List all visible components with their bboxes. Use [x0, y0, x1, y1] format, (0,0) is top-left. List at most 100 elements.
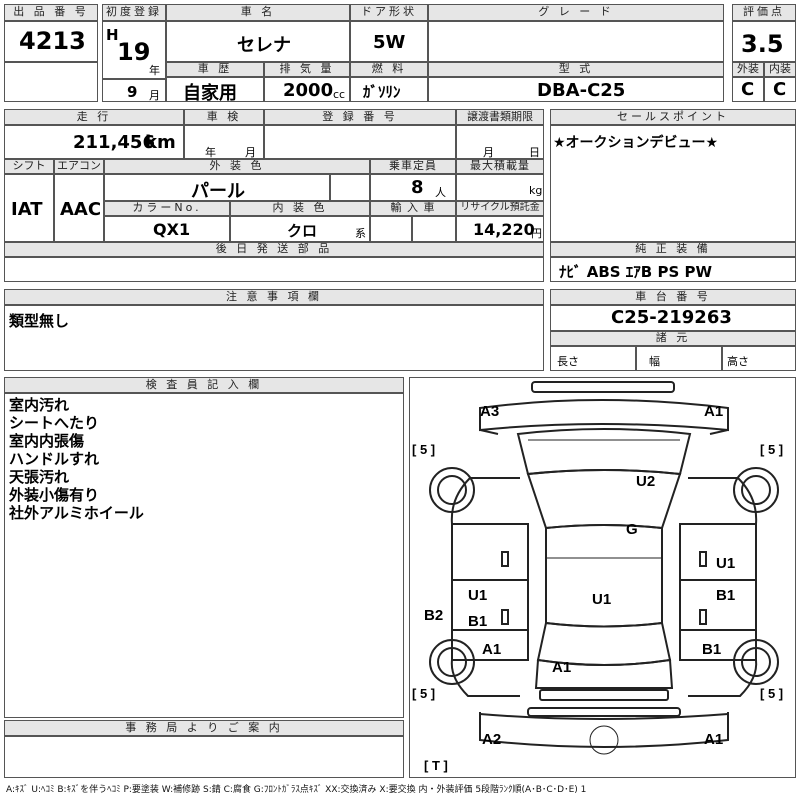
mark-a3: A3 [480, 403, 499, 420]
header-office-notice: 事 務 局 よ り ご 案 内 [4, 720, 404, 736]
score-cell: 3.5 [732, 21, 796, 62]
header-lot-number: 出 品 番 号 [4, 4, 98, 21]
inspection-year-unit: 年 [205, 146, 216, 159]
interior-color-cell: クロ 系 [230, 216, 370, 242]
spec-height: 高さ [727, 355, 749, 368]
note-line: 室内汚れ [9, 396, 70, 414]
header-mileage: 走 行 [4, 109, 184, 125]
registration-month-cell: 9 月 [102, 79, 166, 102]
header-grade: グ レ ー ド [428, 4, 724, 21]
header-capacity: 乗車定員 [370, 159, 456, 174]
mark-b1-rear: B1 [702, 641, 721, 658]
shift: IAT [11, 199, 43, 220]
mark-b1-left: B1 [468, 613, 487, 630]
inspection-month-unit: 月 [245, 146, 256, 159]
header-door-type: ドア形状 [350, 4, 428, 21]
registration-month: 9 [127, 83, 138, 101]
header-aircon: エアコン [54, 159, 104, 174]
car-name: セレナ [237, 35, 291, 56]
capacity: 8 [411, 177, 424, 198]
year-unit: 年 [149, 64, 160, 77]
door-type: 5W [373, 32, 406, 53]
era-mark: H [106, 26, 119, 44]
header-interior-color: 内 装 色 [230, 201, 370, 216]
recycle-cell: 14,220 円 [456, 216, 544, 242]
sales-point: ★オークションデビュー★ [553, 135, 719, 151]
lot-number-cell: 4213 [4, 21, 98, 62]
color-number-cell: QX1 [104, 216, 230, 242]
mark-a2: A2 [482, 731, 501, 748]
mark-a1-center: A1 [552, 659, 571, 676]
model-code: DBA-C25 [537, 80, 626, 101]
mark-a1-rear: A1 [704, 731, 723, 748]
transfer-deadline-cell: 月 日 [456, 125, 544, 159]
genuine-equipment-cell: ﾅﾋﾞ ABS ｴｱB PS PW [550, 257, 796, 282]
displacement: 2000 [283, 80, 334, 101]
capacity-unit: 人 [435, 186, 446, 199]
car-name-cell: セレナ [166, 21, 350, 62]
office-notice-cell [4, 736, 404, 778]
fuel-cell: ｶﾞｿﾘﾝ [350, 77, 428, 102]
model-cell: DBA-C25 [428, 77, 724, 102]
header-chassis-number: 車 台 番 号 [550, 289, 796, 305]
exterior-color-extra-cell [330, 174, 370, 201]
header-registration-number: 登 録 番 号 [264, 109, 456, 125]
header-car-name: 車 名 [166, 4, 350, 21]
header-score: 評価点 [732, 4, 796, 21]
header-inspection: 車 検 [184, 109, 264, 125]
damage-legend: A:ｷｽﾞ U:ﾍｺﾐ B:ｷｽﾞを伴うﾍｺﾐ P:要塗装 W:補修跡 S:錆 … [6, 785, 587, 795]
history-cell: 自家用 [166, 77, 264, 104]
note-line: シートへたり [9, 414, 100, 432]
note-line: 室内内張傷 [9, 432, 85, 450]
interior-cell: C [764, 77, 796, 102]
displacement-cell: 2000 cc [264, 77, 350, 102]
mileage: 211,456 [73, 132, 155, 153]
spec-width: 幅 [649, 355, 660, 368]
mark-a1-left: A1 [482, 641, 501, 658]
damage-diagram: A3 A1 U2 G U1 U1 U1 B1 B2 B1 A1 A1 B1 A2… [409, 377, 796, 778]
recycle-unit: 円 [531, 227, 542, 240]
notice-cell: 類型無し [4, 305, 544, 371]
exterior-color-cell: パール [104, 174, 330, 202]
transfer-month-unit: 月 [483, 146, 494, 159]
registration-number-cell [264, 125, 456, 159]
chassis-number: C25-219263 [611, 307, 732, 328]
sales-point-cell: ★オークションデビュー★ [550, 125, 796, 242]
note-line: ハンドルすれ [9, 450, 100, 468]
car-diagram-svg: A3 A1 U2 G U1 U1 U1 B1 B2 B1 A1 A1 B1 A2… [412, 381, 783, 773]
header-history: 車 歴 [166, 62, 264, 77]
tire-front-right-score: [ 5 ] [760, 442, 783, 457]
grade-cell [428, 21, 724, 62]
mark-u1-right: U1 [716, 555, 735, 572]
tire-rear-left-score: [ 5 ] [412, 686, 435, 701]
header-color-number: カラーNo. [104, 201, 230, 216]
exterior-cell: C [732, 77, 764, 102]
tire-front-left-score: [ 5 ] [412, 442, 435, 457]
mark-b2: B2 [424, 607, 443, 624]
header-genuine-equipment: 純 正 装 備 [550, 242, 796, 257]
mark-g: G [626, 521, 638, 538]
mark-a1-front: A1 [704, 403, 723, 420]
header-import: 輸 入 車 [370, 201, 456, 216]
aircon-cell: AAC [54, 174, 104, 242]
recycle-deposit: 14,220 [473, 220, 535, 239]
capacity-cell: 8 人 [370, 174, 456, 201]
mark-u1-left: U1 [468, 587, 487, 604]
exterior-color: パール [191, 181, 245, 202]
header-exterior-color: 外 装 色 [104, 159, 370, 174]
score: 3.5 [741, 30, 784, 58]
inspector-notes: 室内汚れ シートへたり 室内内張傷 ハンドルすれ 天張汚れ 外装小傷有り 社外ア… [4, 393, 404, 718]
later-parts-cell [4, 257, 544, 282]
chassis-number-cell: C25-219263 [550, 305, 796, 331]
mileage-cell: 211,456 km [4, 125, 184, 159]
header-transfer-deadline: 譲渡書類期限 [456, 109, 544, 125]
header-first-registration: 初度登録 [102, 4, 166, 21]
month-unit: 月 [149, 89, 160, 102]
mark-b1-right: B1 [716, 587, 735, 604]
registration-year-cell: H 19 年 [102, 21, 166, 79]
header-notice: 注 意 事 項 欄 [4, 289, 544, 305]
inspection-cell: 年 月 [184, 125, 264, 159]
history: 自家用 [183, 83, 237, 104]
note-line: 社外アルミホイール [9, 504, 144, 522]
max-load-unit: kg [529, 184, 543, 197]
